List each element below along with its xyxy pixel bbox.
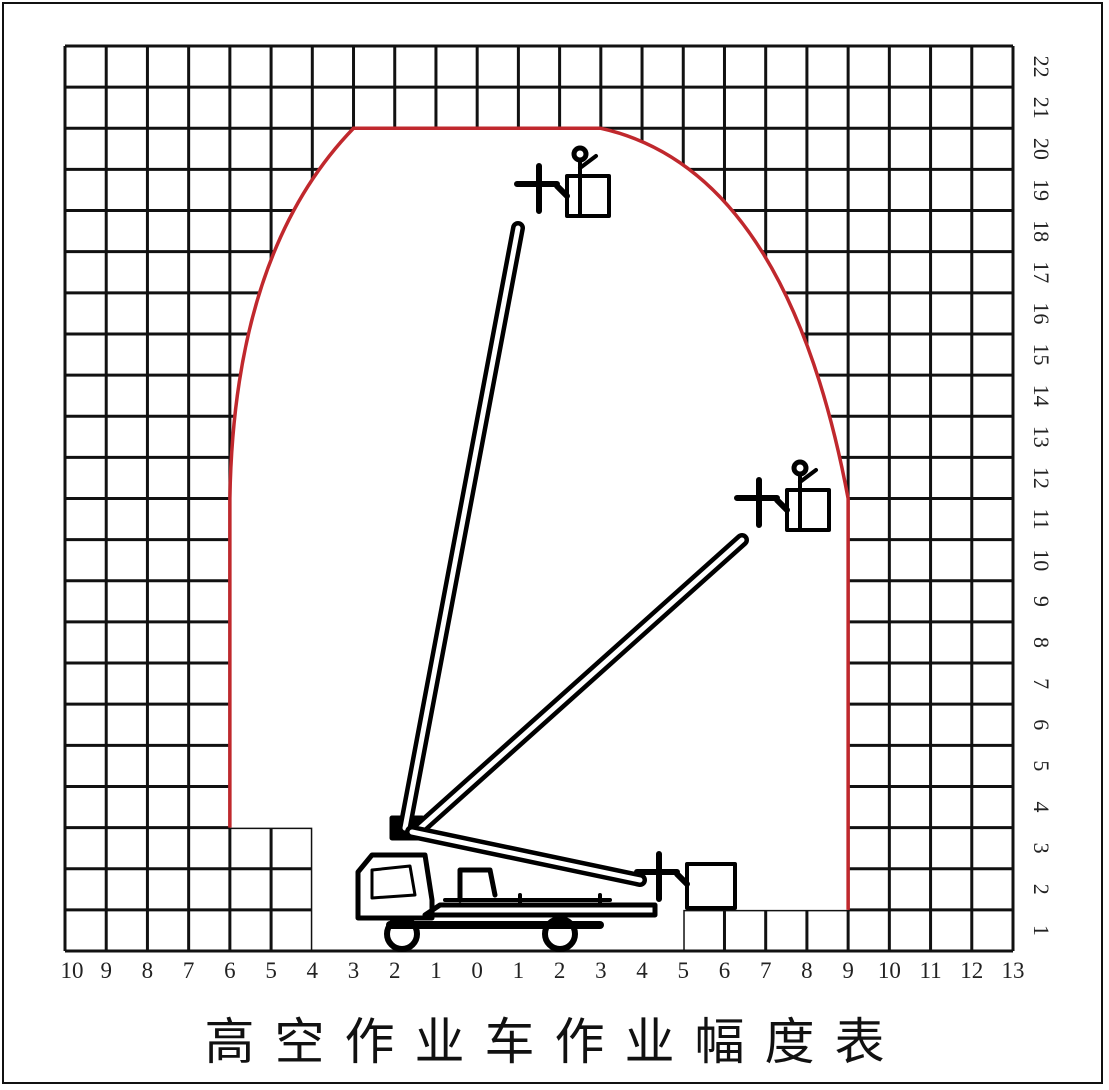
x-axis-label: 2 — [554, 958, 566, 983]
cab-window — [370, 864, 417, 900]
platform-max-height — [514, 145, 611, 218]
y-axis-label: 20 — [1029, 138, 1054, 160]
x-axis-label: 7 — [760, 958, 772, 983]
y-axis-label: 22 — [1029, 56, 1054, 78]
basket-arm — [734, 477, 790, 528]
x-axis-label: 10 — [878, 958, 901, 983]
x-axis-label: 6 — [719, 958, 731, 983]
y-axis-label: 15 — [1029, 344, 1054, 366]
truck-cab — [355, 852, 435, 921]
worker-body — [578, 154, 598, 216]
x-axis-label: 5 — [265, 958, 277, 983]
y-axis-label: 13 — [1029, 426, 1054, 448]
truck-illustration — [355, 145, 831, 952]
boom-max-reach-inner — [415, 537, 745, 833]
x-axis-label: 13 — [1002, 958, 1025, 983]
platform-max-reach — [734, 459, 831, 532]
y-axis-label: 3 — [1029, 843, 1054, 854]
x-axis-label: 4 — [307, 958, 319, 983]
platform-stowed — [634, 851, 737, 910]
x-axis-label: 12 — [960, 958, 983, 983]
y-axis-label: 4 — [1029, 802, 1054, 813]
basket — [785, 488, 831, 532]
x-axis-label: 8 — [142, 958, 154, 983]
x-axis-label: 5 — [678, 958, 690, 983]
y-axis-label: 10 — [1029, 549, 1054, 571]
basket — [685, 862, 737, 910]
chassis-details — [443, 893, 612, 907]
y-axis-label: 8 — [1029, 637, 1054, 648]
y-axis-label: 11 — [1029, 508, 1054, 529]
y-axis-label: 7 — [1029, 678, 1054, 689]
y-axis-label: 1 — [1029, 925, 1054, 936]
basket-arm — [514, 163, 570, 214]
y-axis-label: 19 — [1029, 179, 1054, 201]
x-axis-label: 3 — [595, 958, 607, 983]
y-axis-label: 17 — [1029, 261, 1054, 283]
x-axis-label: 8 — [801, 958, 813, 983]
working-envelope-line — [228, 126, 850, 910]
x-axis-label: 4 — [636, 958, 648, 983]
x-axis-label: 10 — [61, 958, 84, 983]
y-axis-label: 5 — [1029, 760, 1054, 771]
y-axis-label: 16 — [1029, 302, 1054, 324]
y-axis-label: 9 — [1029, 596, 1054, 607]
y-axis-label: 18 — [1029, 220, 1054, 242]
y-axis-label: 21 — [1029, 97, 1054, 119]
worker-body — [798, 468, 818, 530]
x-axis-label: 2 — [389, 958, 401, 983]
basket — [565, 174, 611, 218]
x-axis-label: 0 — [471, 958, 483, 983]
turret — [457, 867, 498, 903]
x-axis-label: 9 — [842, 958, 854, 983]
x-axis-label: 3 — [348, 958, 360, 983]
x-axis-label: 7 — [183, 958, 195, 983]
x-axis-label: 1 — [430, 958, 442, 983]
diagram-title: 高空作业车作业幅度表 — [204, 1013, 905, 1071]
basket-arm — [634, 851, 690, 902]
y-axis-label: 14 — [1029, 385, 1054, 407]
truck-chassis — [422, 902, 658, 918]
y-axis-label: 2 — [1029, 884, 1054, 895]
x-axis-label: 6 — [224, 958, 236, 983]
y-axis-label: 6 — [1029, 719, 1054, 730]
envelope-area — [229, 128, 849, 950]
x-axis-label: 9 — [100, 958, 112, 983]
y-axis-label: 12 — [1029, 467, 1054, 489]
boom-stowed-inner — [409, 829, 643, 883]
x-axis-label: 11 — [919, 958, 941, 983]
x-axis-label: 1 — [513, 958, 525, 983]
boom-max-height-inner — [402, 225, 521, 831]
